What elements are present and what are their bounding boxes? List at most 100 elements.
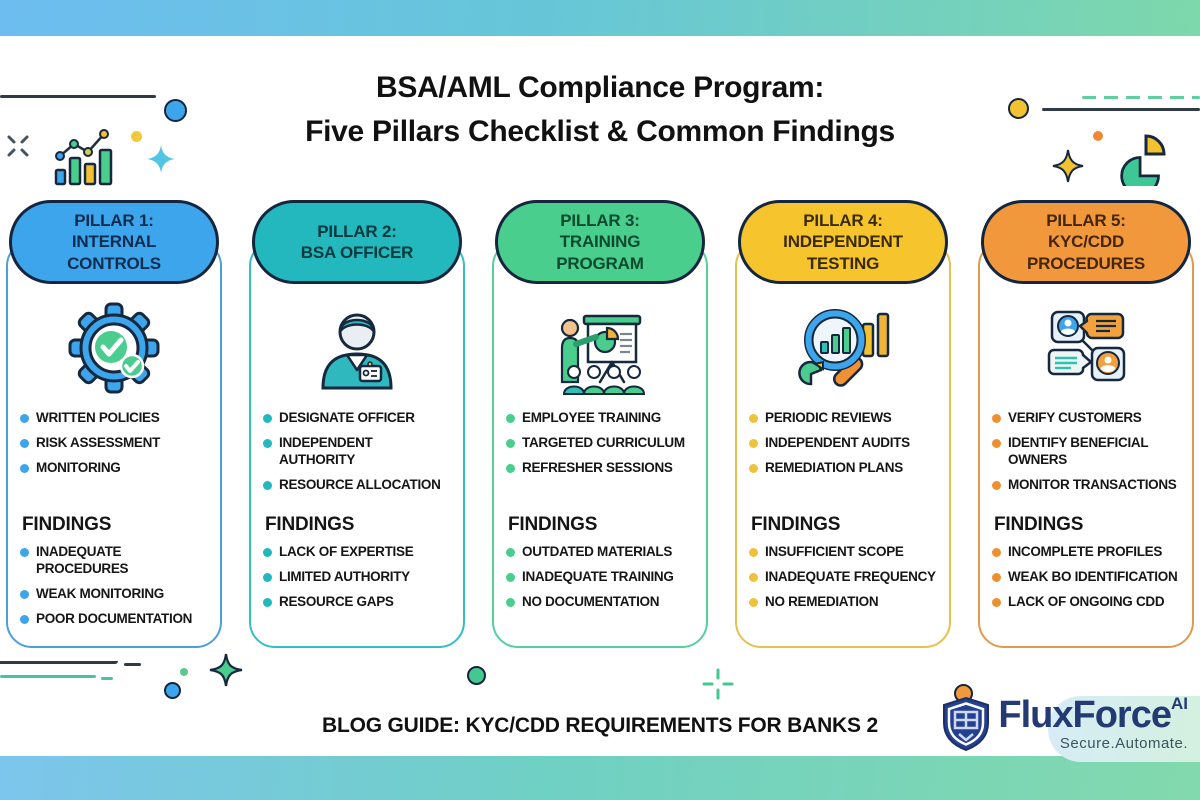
checklist-item-label: PERIODIC REVIEWS [765, 410, 892, 425]
x-sparkle-icon [7, 135, 29, 157]
checklist-item-label: REFRESHER SESSIONS [522, 459, 673, 475]
pie-chart-deco-icon [1120, 134, 1166, 186]
logo-ai-superscript: AI [1171, 694, 1188, 713]
pillar-4-checklist: PERIODIC REVIEWS INDEPENDENT AUDITS REME… [749, 410, 937, 510]
finding-item: LIMITED AUTHORITY [263, 569, 451, 586]
pillar-4-header: PILLAR 4: INDEPENDENT TESTING [738, 200, 948, 284]
finding-item-label: POOR DOCUMENTATION [36, 610, 193, 626]
finding-item: INCOMPLETE PROFILES [992, 544, 1180, 561]
checklist-item-label: VERIFY CUSTOMERS [1008, 410, 1142, 425]
fluxforce-logo: FluxForceAI Secure.Automate. [942, 695, 1188, 752]
bottom-left-teal-line [0, 675, 96, 678]
logo-background-shape [1048, 696, 1200, 762]
yellow-circle [1008, 98, 1029, 119]
green-star-sparkle-icon [209, 653, 243, 687]
kyc-id-cards-icon [992, 294, 1180, 402]
bullet-dot [992, 597, 1001, 607]
blue-dot [164, 99, 187, 122]
bottom-left-line [0, 661, 118, 664]
yellow-star-sparkle-icon [1052, 149, 1084, 183]
green-dot [180, 668, 188, 676]
orange-dot [1093, 131, 1103, 141]
pillar-4-column: PILLAR 4: INDEPENDENT TESTING [735, 200, 951, 648]
bullet-dot [992, 414, 1001, 423]
pillar-5-card: VERIFY CUSTOMERS IDENTIFY BENEFICIAL OWN… [978, 240, 1194, 648]
finding-item: LACK OF ONGOING CDD [992, 594, 1180, 611]
bullet-dot [263, 438, 272, 448]
bullet-dot [20, 438, 29, 448]
pillar-1-findings: INADEQUATE PROCEDURES WEAK MONITORING PO… [20, 544, 208, 628]
pillar-4-card: PERIODIC REVIEWS INDEPENDENT AUDITS REME… [735, 240, 951, 648]
pillar-3-findings: OUTDATED MATERIALS INADEQUATE TRAINING N… [506, 544, 694, 611]
checklist-item: INDEPENDENT AUDITS [749, 435, 937, 452]
pillar-2-card: DESIGNATE OFFICER INDEPENDENT AUTHORITY … [249, 240, 465, 648]
checklist-item-label: RISK ASSESSMENT [36, 434, 161, 450]
checklist-item: RISK ASSESSMENT [20, 435, 208, 452]
checklist-item: MONITOR TRANSACTIONS [992, 477, 1180, 494]
bullet-dot [20, 548, 29, 557]
checklist-item: TARGETED CURRICULUM [506, 435, 694, 452]
pillar-5-column: PILLAR 5: KYC/CDD PROCEDURES [978, 200, 1194, 648]
checklist-item-label: INDEPENDENT AUDITS [765, 434, 910, 450]
finding-item-label: NO REMEDIATION [765, 593, 879, 609]
finding-item-label: LIMITED AUTHORITY [279, 568, 410, 584]
bullet-dot [749, 438, 758, 448]
magnifier-chart-icon [749, 294, 937, 402]
pillar-2-checklist: DESIGNATE OFFICER INDEPENDENT AUTHORITY … [263, 410, 451, 510]
checklist-item-label: TARGETED CURRICULUM [522, 434, 685, 450]
finding-item: NO REMEDIATION [749, 594, 937, 611]
top-left-line [0, 95, 156, 98]
finding-item: POOR DOCUMENTATION [20, 611, 208, 628]
checklist-item: DESIGNATE OFFICER [263, 410, 451, 427]
bullet-dot [749, 414, 758, 423]
footer-blog-guide-text: BLOG GUIDE: KYC/CDD REQUIREMENTS FOR BAN… [322, 714, 878, 737]
finding-item-label: INSUFFICIENT SCOPE [765, 544, 904, 559]
finding-item-label: WEAK BO IDENTIFICATION [1008, 568, 1178, 584]
gear-check-icon [20, 294, 208, 402]
bullet-dot [263, 597, 272, 607]
plus-sparkle-icon [702, 668, 734, 700]
checklist-item: WRITTEN POLICIES [20, 410, 208, 427]
checklist-item: VERIFY CUSTOMERS [992, 410, 1180, 427]
checklist-item: RESOURCE ALLOCATION [263, 477, 451, 494]
page-title: BSA/AML Compliance Program: Five Pillars… [305, 71, 895, 148]
finding-item-label: WEAK MONITORING [36, 585, 164, 601]
training-presentation-icon [506, 294, 694, 402]
checklist-item: INDEPENDENT AUTHORITY [263, 435, 451, 469]
bar-chart-deco-icon [54, 129, 113, 186]
bottom-left-teal-dash [101, 677, 113, 680]
logo-wordmark: FluxForceAI [998, 695, 1188, 734]
checklist-item-label: INDEPENDENT AUTHORITY [279, 434, 373, 467]
officer-person-icon [263, 294, 451, 402]
finding-item-label: INCOMPLETE PROFILES [1008, 544, 1163, 559]
bullet-dot [749, 463, 758, 473]
bullet-dot [263, 480, 272, 490]
finding-item-label: RESOURCE GAPS [279, 593, 394, 609]
checklist-item-label: REMEDIATION PLANS [765, 459, 903, 475]
bullet-dot [263, 548, 272, 557]
finding-item: NO DOCUMENTATION [506, 594, 694, 611]
top-right-line [1042, 108, 1200, 111]
pillar-5-checklist: VERIFY CUSTOMERS IDENTIFY BENEFICIAL OWN… [992, 410, 1180, 510]
pillar-columns: PILLAR 1: INTERNAL CONTROLS [6, 200, 1194, 648]
bullet-dot [20, 589, 29, 599]
bullet-dot [20, 463, 29, 473]
logo-name: FluxForce [998, 694, 1172, 736]
findings-heading: FINDINGS [994, 514, 1084, 535]
bullet-dot [20, 414, 29, 423]
finding-item-label: NO DOCUMENTATION [522, 593, 660, 609]
bullet-dot [263, 572, 272, 582]
finding-item: INSUFFICIENT SCOPE [749, 544, 937, 561]
pillar-5-header: PILLAR 5: KYC/CDD PROCEDURES [981, 200, 1191, 284]
finding-item: LACK OF EXPERTISE [263, 544, 451, 561]
bullet-dot [506, 597, 515, 607]
bullet-dot [506, 463, 515, 473]
bullet-dot [992, 572, 1001, 582]
finding-item: WEAK BO IDENTIFICATION [992, 569, 1180, 586]
checklist-item-label: MONITOR TRANSACTIONS [1008, 476, 1177, 492]
logo-tagline: Secure.Automate. [1059, 735, 1188, 752]
bullet-dot [749, 597, 758, 607]
yellow-dot [131, 131, 142, 142]
checklist-item-label: DESIGNATE OFFICER [279, 410, 415, 425]
